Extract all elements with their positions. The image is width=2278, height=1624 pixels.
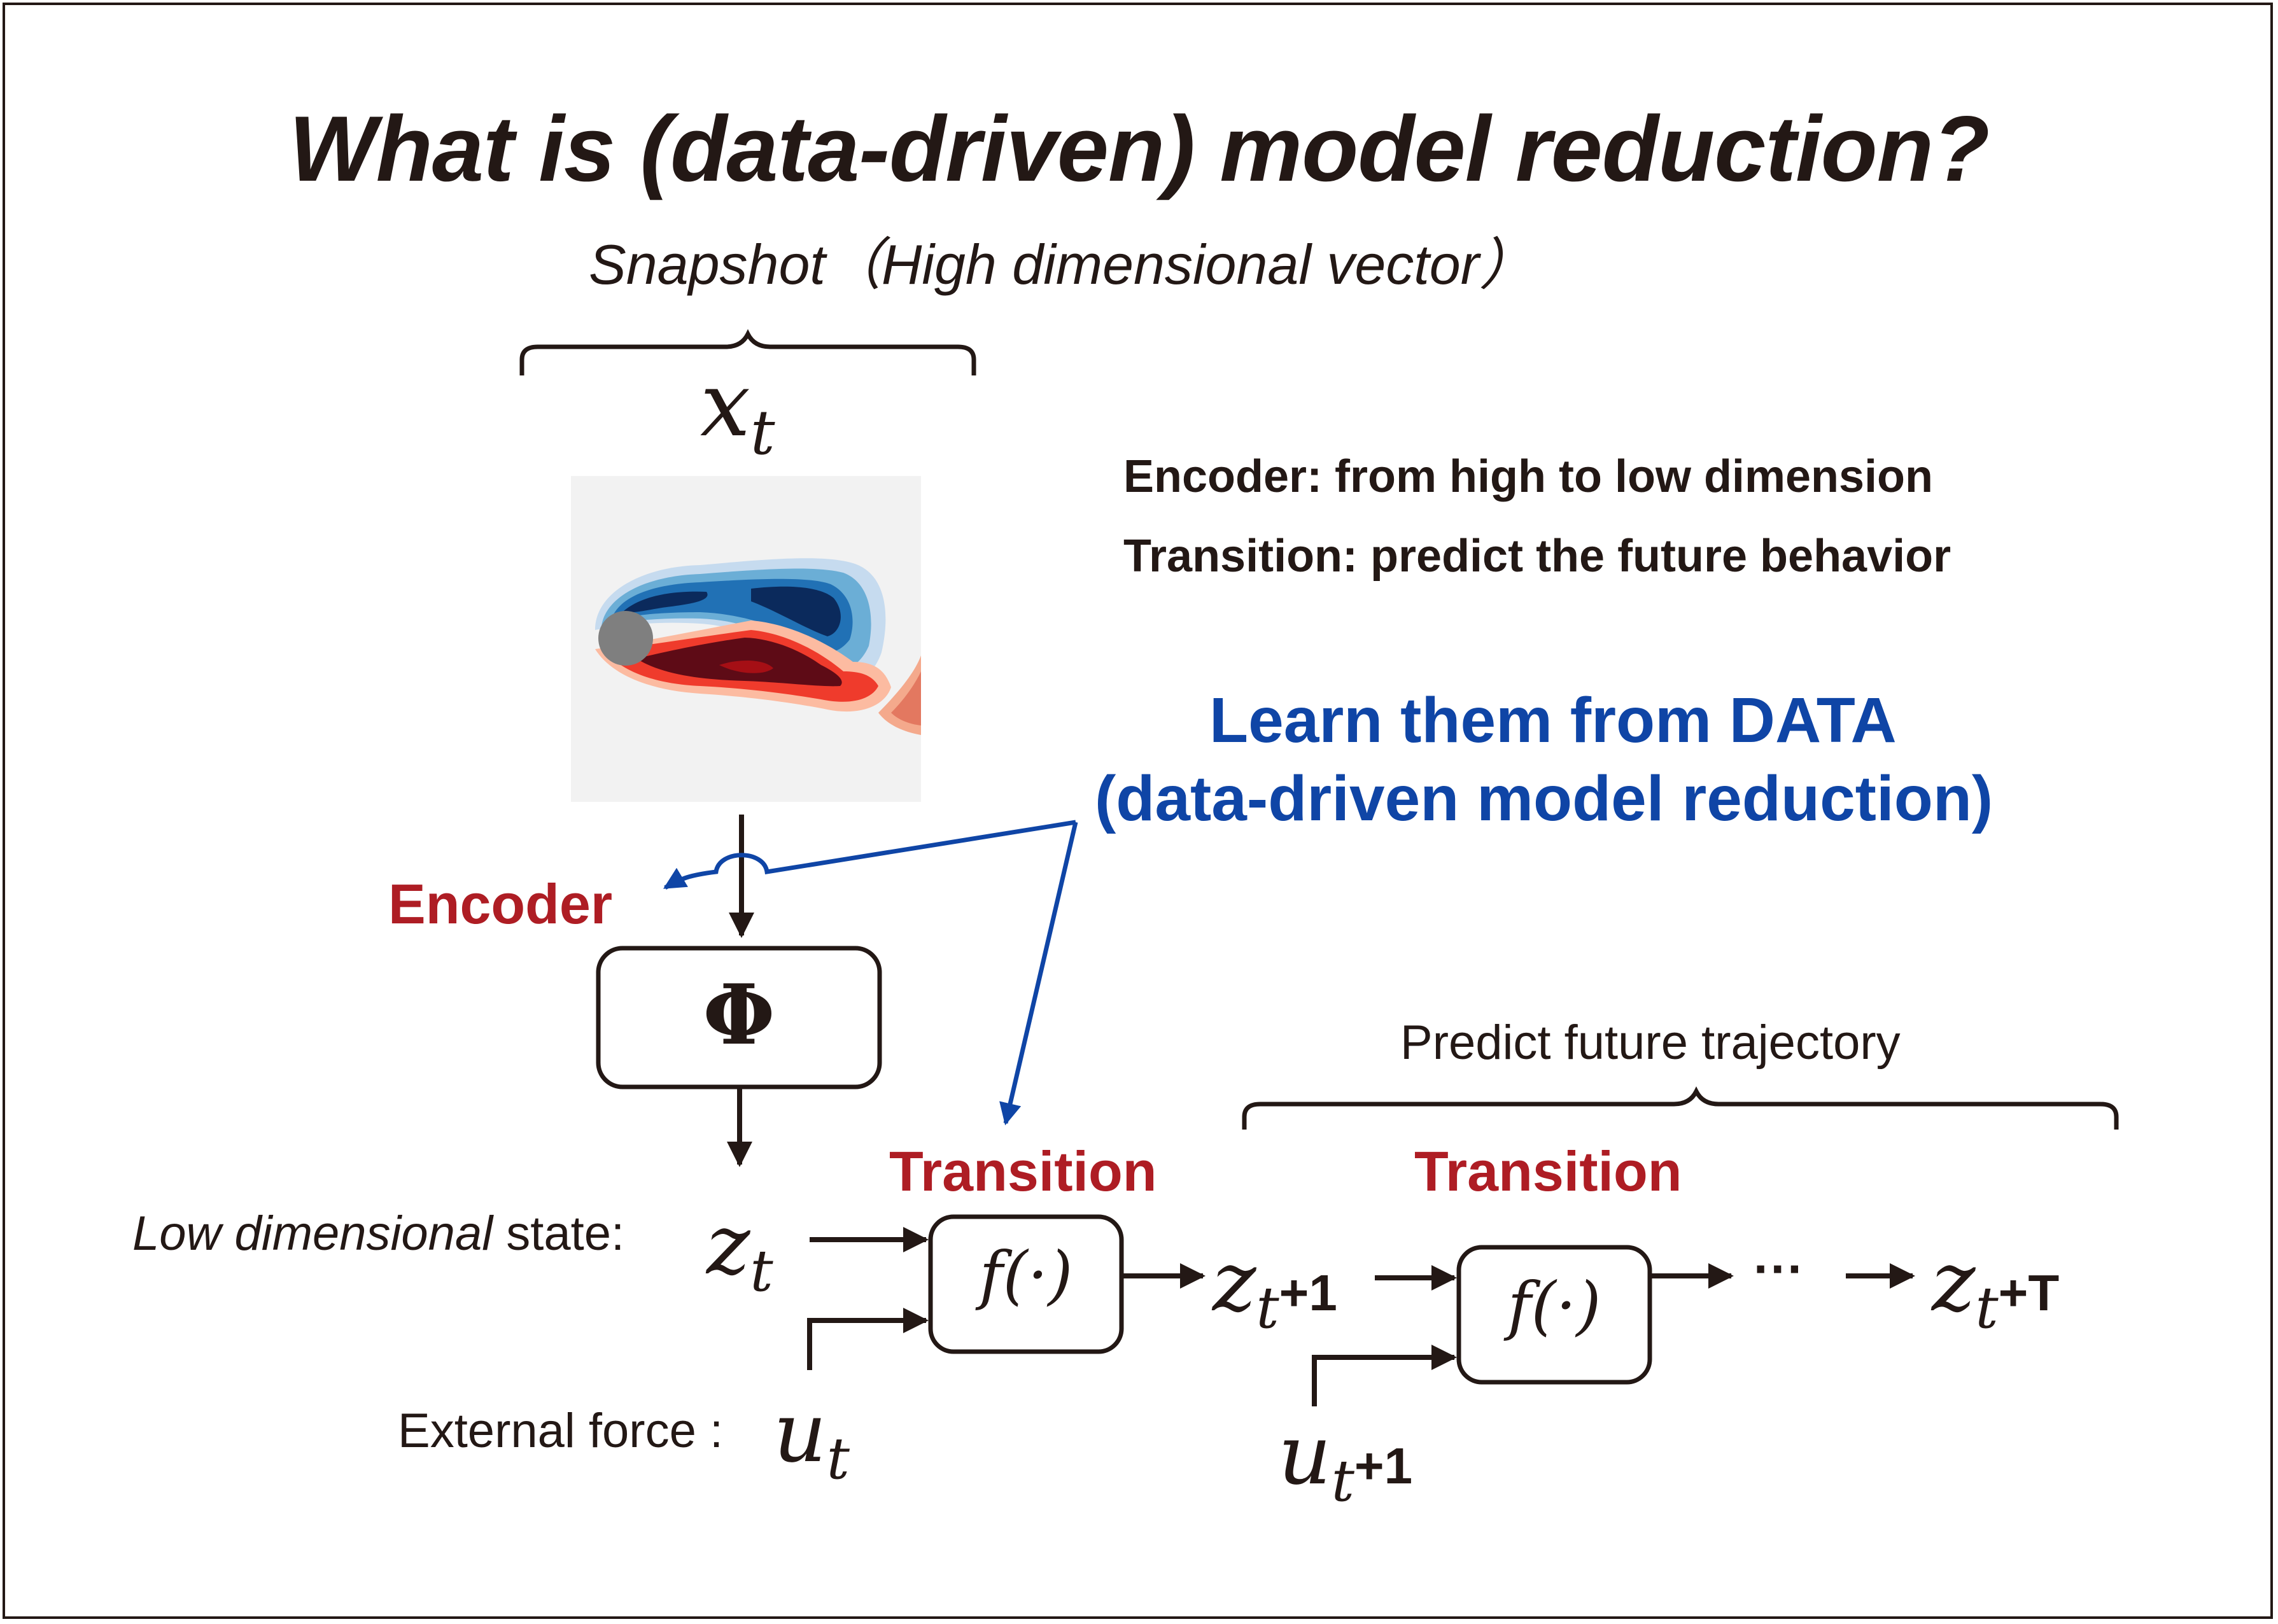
snapshot-brace — [519, 329, 976, 375]
learn-to-encoder-arrow — [663, 820, 1076, 890]
page-title: What is (data-driven) model reduction? — [288, 97, 1990, 200]
predict-label: Predict future trajectory — [1400, 1016, 1901, 1070]
force-into-transition-arrow — [807, 1308, 929, 1370]
snapshot-caption: Snapshot（High dimensional vector） — [589, 220, 1535, 300]
learn-heading: Learn them from DATA — [1209, 685, 1897, 756]
slide-frame — [3, 3, 2273, 1619]
force-label: External force : — [398, 1404, 724, 1458]
transition-label-1: Transition — [889, 1140, 1157, 1203]
learn-subheading: (data-driven model reduction) — [1095, 763, 1993, 834]
state-symbol: zt — [707, 1196, 773, 1305]
transition-description: Transition: predict the future behavior — [1123, 531, 1951, 582]
force-symbol: ut — [773, 1384, 850, 1492]
encoder-description: Encoder: from high to low dimension — [1123, 451, 1933, 502]
transition-box-1 — [928, 1214, 1124, 1354]
flow-vortex-snapshot — [571, 476, 921, 802]
transition-function-1: f(·) — [979, 1238, 1073, 1312]
snapshot-paren-text: High dimensional vector — [881, 233, 1479, 296]
learn-to-transition-arrow — [999, 822, 1078, 1126]
snapshot-symbol: xt — [700, 353, 775, 468]
transition-function-2: f(·) — [1507, 1268, 1601, 1343]
encoder-symbol: Φ — [703, 966, 775, 1063]
snapshot-label: Snapshot — [589, 233, 826, 296]
state-next: zt+1 — [1213, 1233, 1337, 1341]
transition-label-2: Transition — [1414, 1140, 1682, 1203]
transition-box-2 — [1456, 1245, 1652, 1385]
snapshot-paren-close: ） — [1479, 233, 1536, 296]
force-next-into-transition-arrow — [1312, 1345, 1457, 1406]
snapshot-paren-open: （ — [825, 233, 882, 296]
sequence-ellipsis: ··· — [1754, 1240, 1804, 1297]
trajectory-brace — [1242, 1086, 2119, 1130]
state-final: zt+T — [1932, 1233, 2060, 1341]
encoder-label: Encoder — [388, 872, 613, 935]
force-next: ut+1 — [1278, 1406, 1413, 1515]
state-label: Low dimensional state: — [132, 1207, 625, 1261]
